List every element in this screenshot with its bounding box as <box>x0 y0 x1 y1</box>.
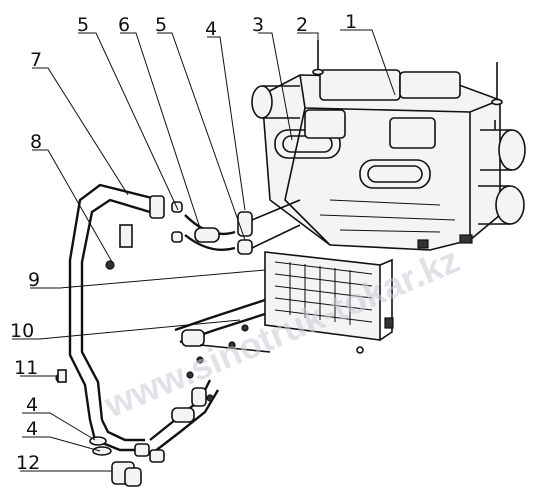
callout-9: 9 <box>28 269 40 291</box>
heater-pipe-assembly <box>68 183 165 452</box>
callout-labels: 1 2 3 4 5 6 5 7 8 9 10 11 4 4 12 <box>10 11 357 474</box>
callout-8: 8 <box>30 131 42 153</box>
callout-11: 11 <box>14 357 38 379</box>
callout-5-right: 5 <box>155 14 167 36</box>
lower-return-pipes <box>149 356 220 456</box>
callout-7: 7 <box>30 49 42 71</box>
callout-4-lower-a: 4 <box>26 394 38 416</box>
valve-fitting-12 <box>89 436 165 487</box>
callout-3: 3 <box>252 14 264 36</box>
callout-6: 6 <box>118 14 130 36</box>
heater-core-radiator <box>264 251 394 354</box>
heater-unit-housing <box>251 69 526 251</box>
callout-1: 1 <box>345 11 357 33</box>
callout-4-lower-b: 4 <box>26 418 38 440</box>
leader-lines <box>12 29 396 472</box>
callout-10: 10 <box>10 320 34 342</box>
mounting-bolt-2 <box>312 40 503 130</box>
callout-5-left: 5 <box>77 14 89 36</box>
callout-4-top: 4 <box>205 18 217 40</box>
radiator-feed-pipes <box>174 298 271 353</box>
bolt-11 <box>55 369 67 383</box>
callout-2: 2 <box>296 14 308 36</box>
callout-12: 12 <box>16 452 40 474</box>
hose-and-clamps <box>171 199 301 255</box>
